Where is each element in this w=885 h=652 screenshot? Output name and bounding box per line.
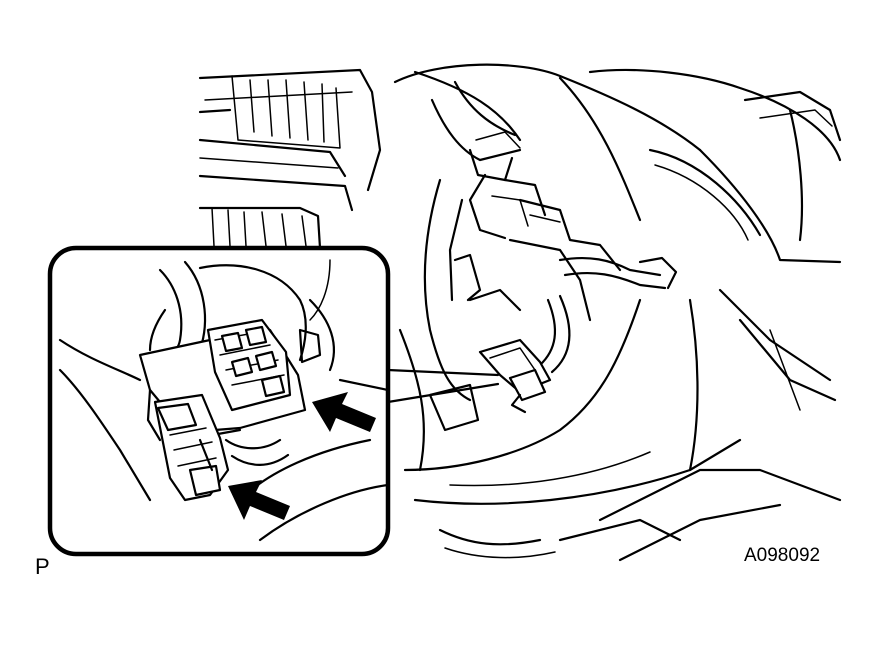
arrow-icon <box>228 480 290 520</box>
figure-id: A098092 <box>744 545 821 566</box>
arrow-icon <box>312 392 376 432</box>
view-mark: P <box>35 554 50 579</box>
dashboard-background <box>198 63 842 562</box>
callout-leader <box>386 368 500 404</box>
detail-inset <box>47 245 391 557</box>
